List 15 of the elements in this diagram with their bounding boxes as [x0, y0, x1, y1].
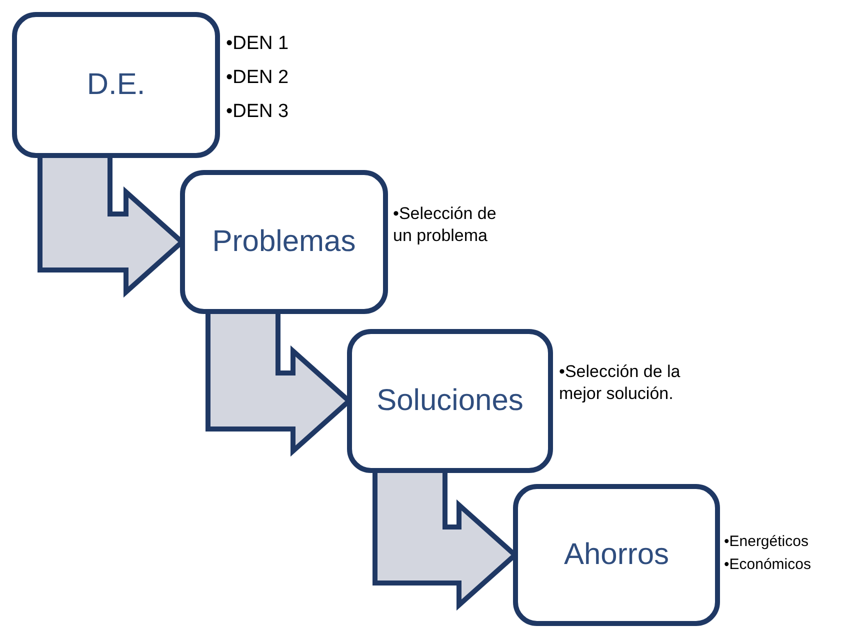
process-box	[347, 329, 553, 473]
process-box	[12, 12, 220, 158]
box-title: Ahorros	[564, 538, 670, 572]
bullet-note: •DEN 1	[226, 32, 290, 56]
bullet-note: •Selección de la mejor solución.	[559, 361, 682, 405]
bullet-note: •DEN 2	[226, 66, 290, 90]
box-title: D.E.	[86, 68, 146, 102]
box-title: Soluciones	[376, 384, 524, 418]
process-box	[180, 170, 388, 314]
bullet-note: •Energéticos	[724, 532, 810, 552]
bullet-note: •Selección de un problema	[393, 203, 498, 247]
bullet-note: •Económicos	[724, 555, 812, 575]
bullet-note: •DEN 3	[226, 100, 290, 124]
process-box	[513, 484, 720, 626]
box-title: Problemas	[212, 225, 356, 259]
